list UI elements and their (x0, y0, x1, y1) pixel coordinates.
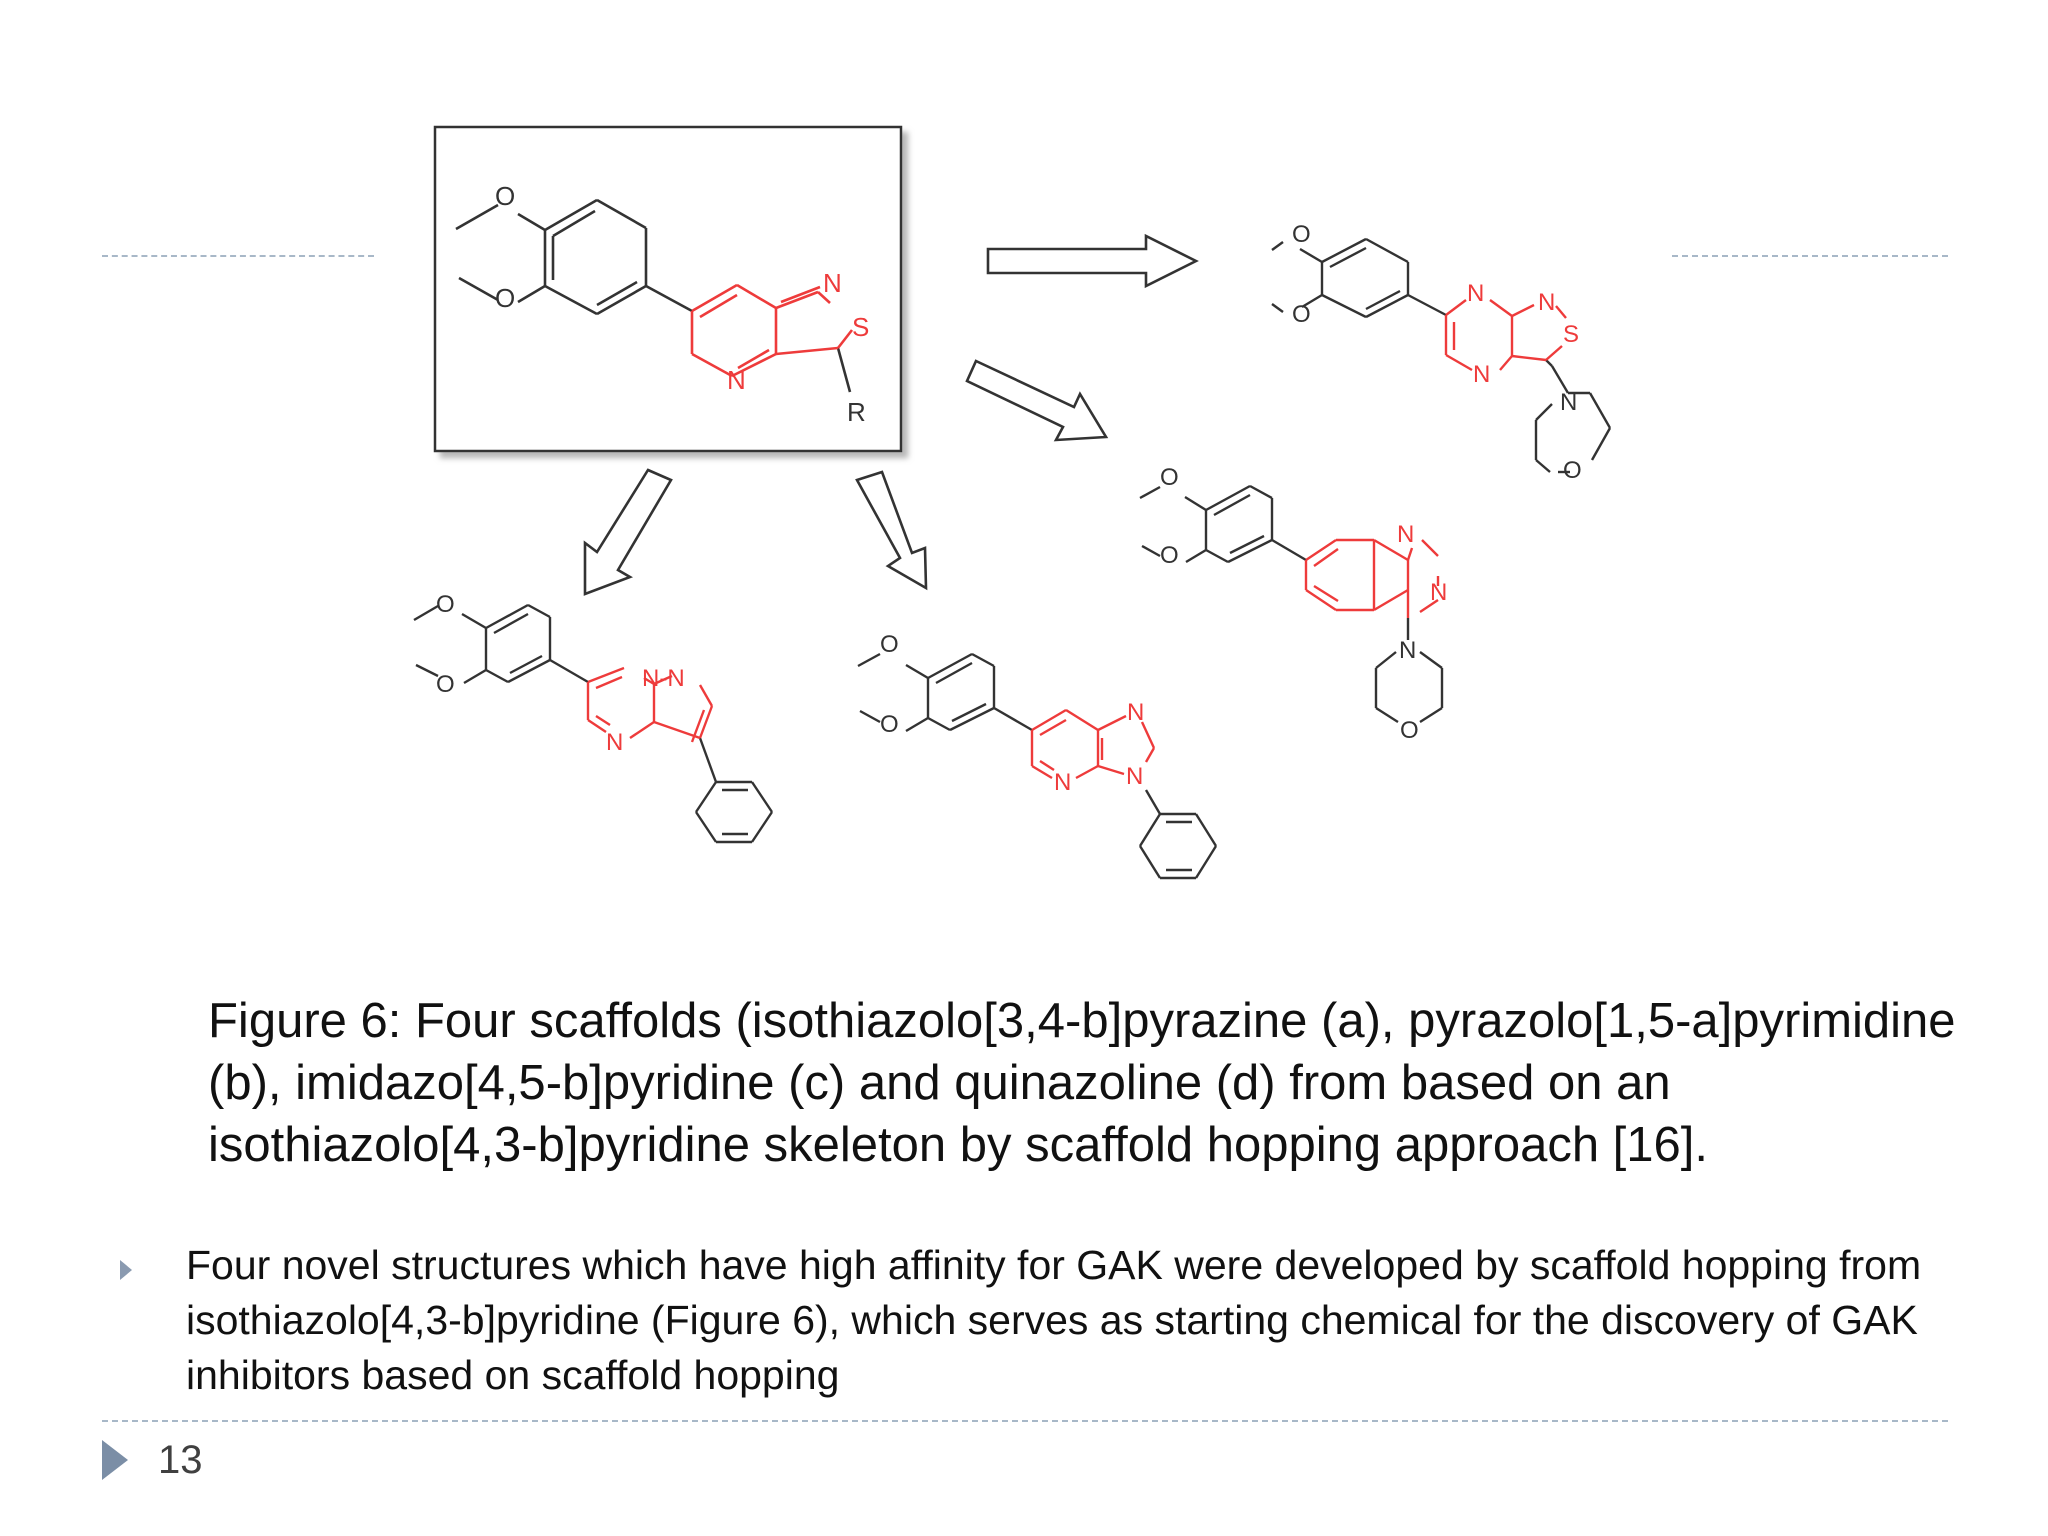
core-structure-box (433, 125, 903, 453)
a-atom-n1: N (1467, 280, 1484, 307)
scaffold-hopping-figure: O O N S N R (413, 125, 1612, 880)
d-atom-n2: N (1430, 579, 1447, 606)
c-atom-n2: N (1054, 769, 1071, 796)
core-structure (455, 198, 854, 393)
arrow-to-a (986, 233, 1199, 289)
header-rule-right (1672, 255, 1948, 257)
core-atom-o1: O (495, 181, 515, 211)
d-atom-o3: O (1400, 717, 1419, 744)
d-atom-o1: O (1160, 464, 1179, 491)
product-d (1139, 484, 1444, 724)
b-atom-o2: O (436, 671, 455, 698)
d-atom-n1: N (1397, 521, 1414, 548)
a-atom-o1: O (1292, 221, 1311, 248)
arrow-to-c (855, 470, 928, 591)
core-label-r: R (847, 397, 866, 427)
core-atom-n1: N (823, 268, 842, 298)
b-atom-n: N (606, 729, 623, 756)
product-b (413, 603, 773, 844)
bullet-item: Four novel structures which have high af… (186, 1242, 1922, 1398)
d-atom-n3: N (1399, 637, 1416, 664)
a-atom-n2: N (1473, 361, 1490, 388)
product-c (857, 652, 1218, 880)
c-atom-n3: N (1126, 763, 1143, 790)
arrow-to-d (965, 359, 1109, 442)
bullet-arrow-icon (120, 1260, 132, 1280)
page-arrow-icon (102, 1440, 128, 1480)
c-atom-o1: O (880, 631, 899, 658)
figure-caption: Figure 6: Four scaffolds (isothiazolo[3,… (208, 994, 1956, 1172)
core-atom-o2: O (495, 283, 515, 313)
a-atom-o2: O (1292, 301, 1311, 328)
core-atom-n2: N (727, 365, 746, 395)
c-atom-n1: N (1127, 699, 1144, 726)
c-atom-o2: O (880, 711, 899, 738)
d-atom-o2: O (1160, 542, 1179, 569)
a-atom-n4: N (1560, 389, 1577, 416)
a-atom-o3: O (1563, 457, 1582, 484)
arrow-to-b (583, 468, 673, 596)
a-atom-n3: N (1538, 289, 1555, 316)
arrows (583, 233, 1199, 596)
page-number: 13 (158, 1438, 203, 1482)
b-atom-o1: O (436, 591, 455, 618)
b-atom-nn: N-N (642, 665, 685, 692)
product-a (1271, 237, 1612, 474)
a-atom-s: S (1563, 321, 1579, 348)
footer-rule (102, 1420, 1948, 1422)
core-atom-s: S (852, 312, 869, 342)
header-rule-left (102, 255, 374, 257)
